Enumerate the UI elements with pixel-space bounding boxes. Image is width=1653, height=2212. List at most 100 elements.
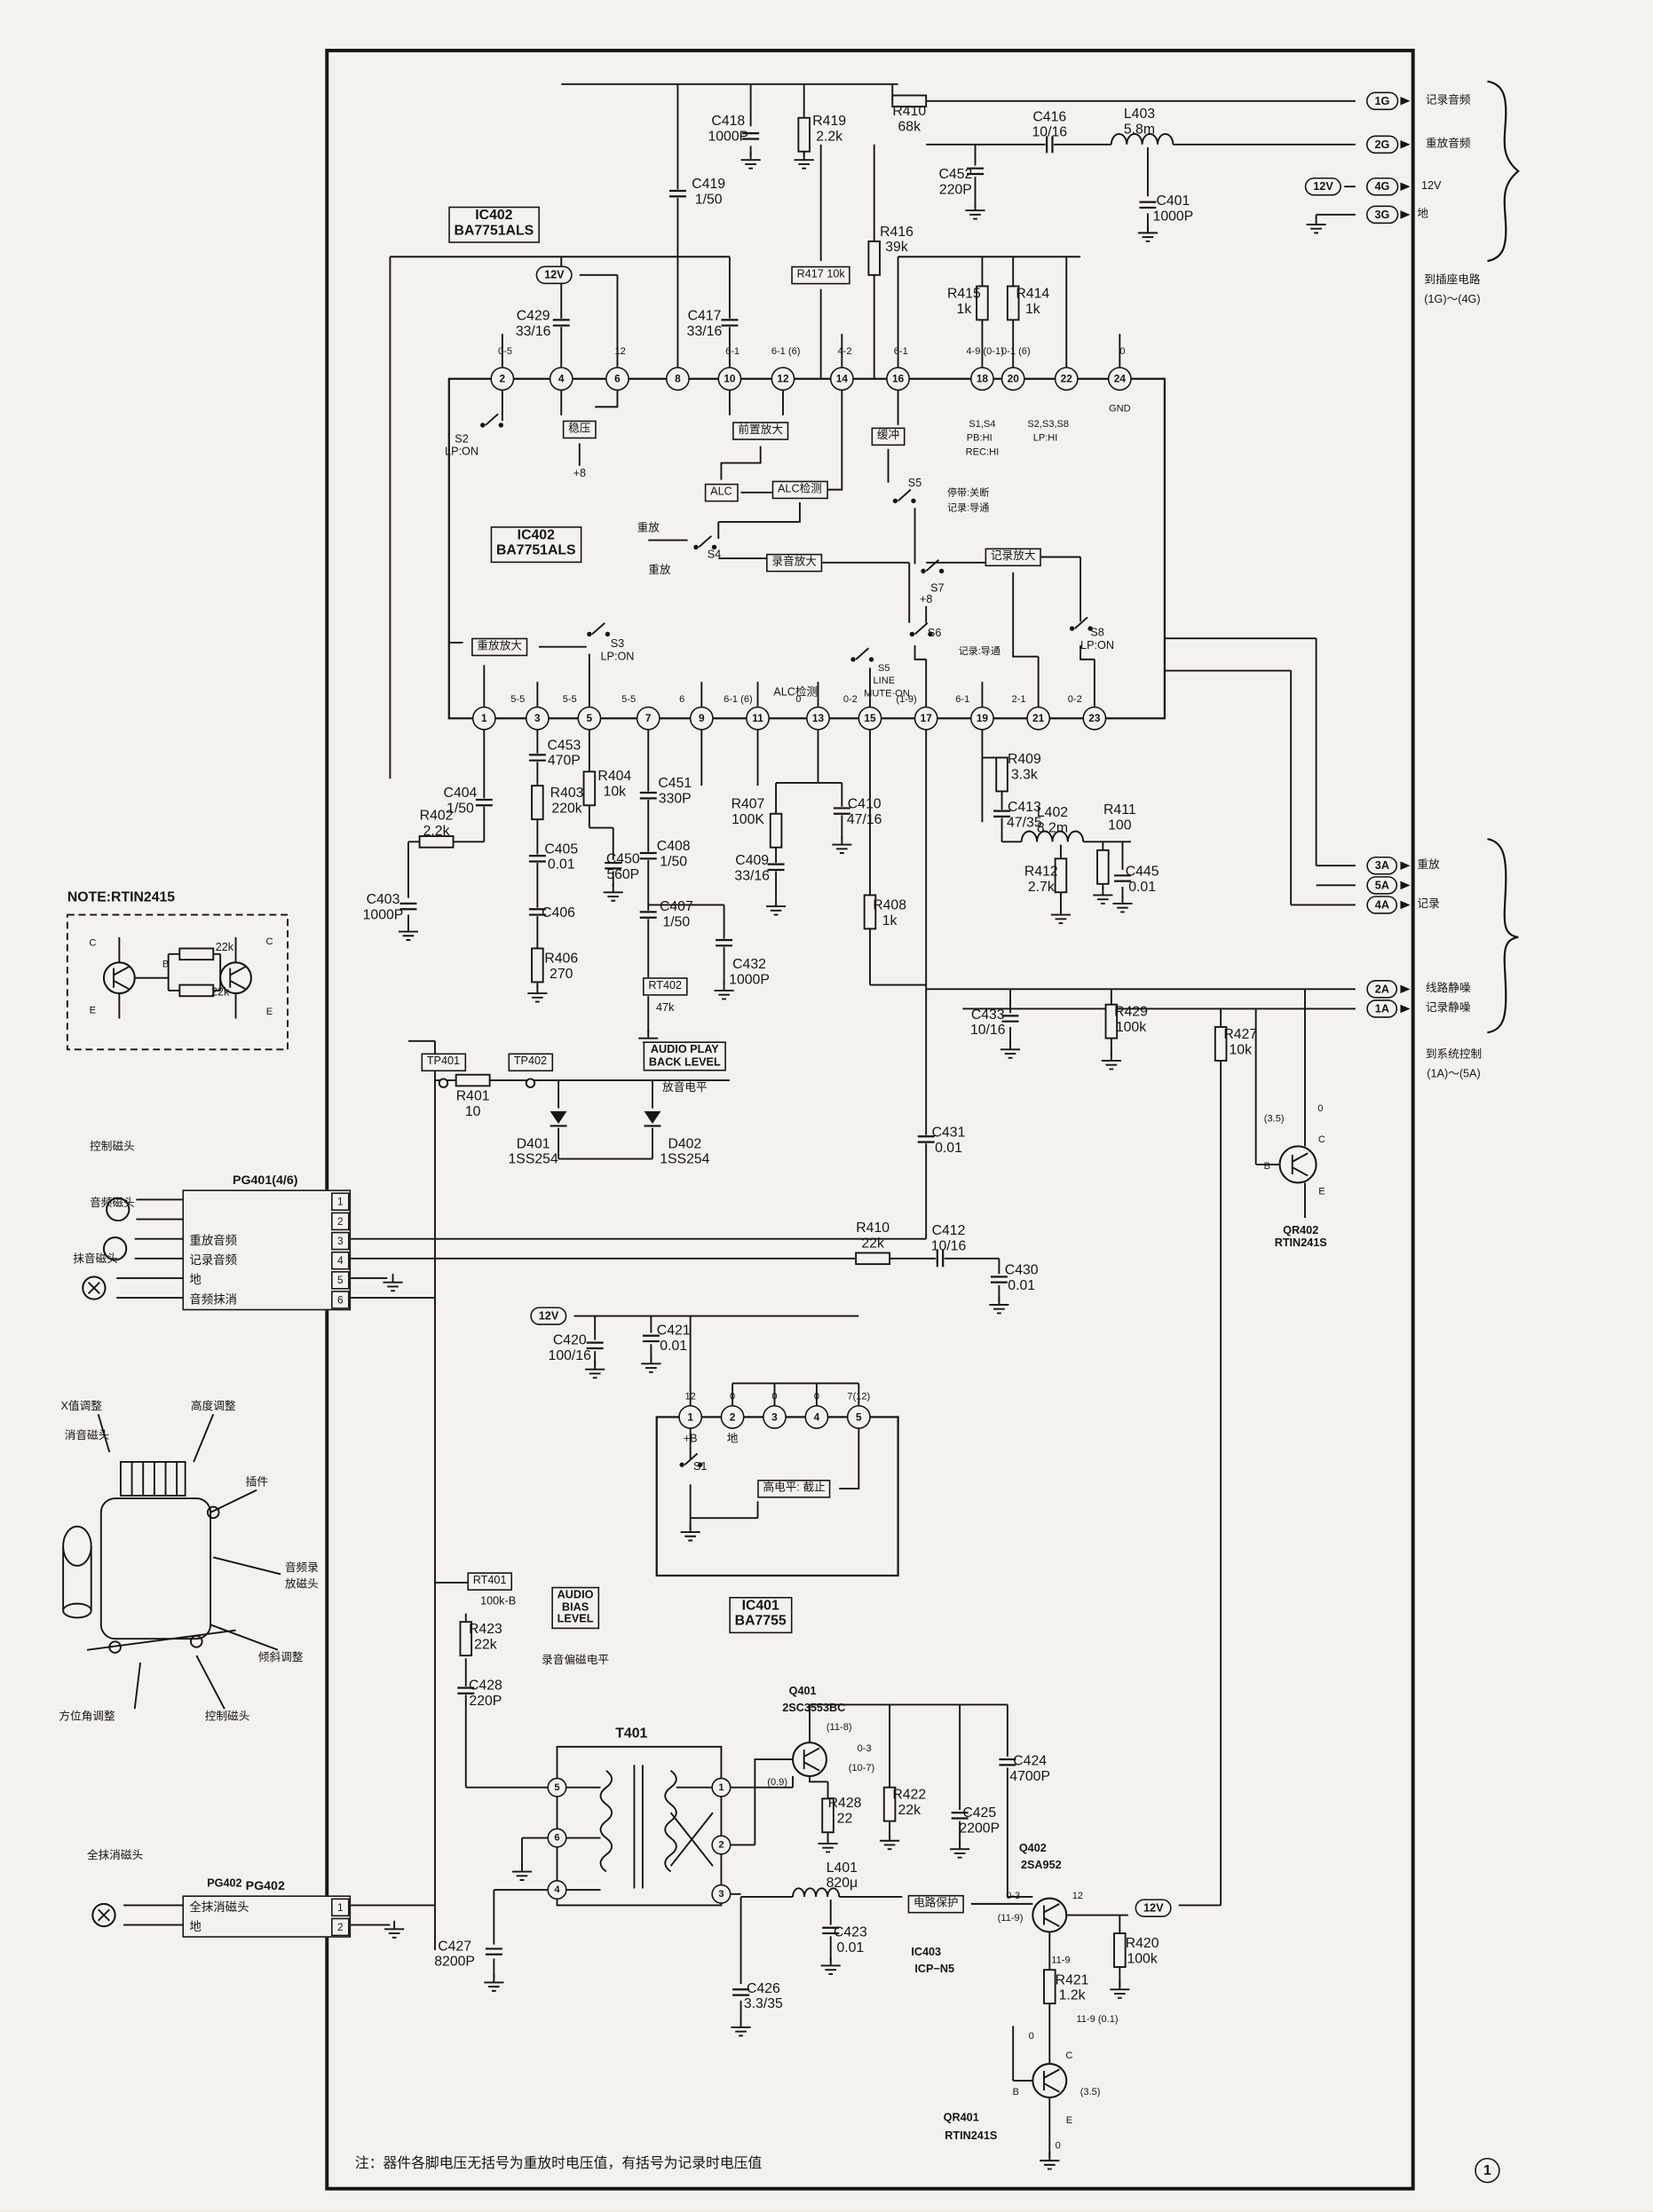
label: 抹音磁头 (73, 1252, 118, 1266)
ic402-pin-top-20-voltage: 0-1 (6) (1001, 347, 1031, 358)
diode-symbol (550, 1110, 567, 1125)
label-0: 0 (1055, 2141, 1061, 2152)
t401-pin-3: 3 (711, 1884, 732, 1904)
label-s4: S4 (707, 548, 722, 561)
label-c404: C404 1/50 (443, 786, 478, 817)
label-c453: C453 470P (547, 738, 581, 770)
label-e: E (89, 1006, 97, 1016)
label: 地 (1417, 207, 1429, 220)
voltage-note: 注：器件各脚电压无括号为重放时电压值，有括号为记录时电压值 (354, 2156, 763, 2172)
label: 录音偏磁电平 (542, 1654, 609, 1667)
label: 到插座电路 (1424, 273, 1481, 286)
label-35: (3.5) (1263, 1114, 1285, 1125)
label-c424: C424 4700P (1009, 1754, 1051, 1785)
ground-symbol (880, 1832, 900, 1851)
capacitor-symbol (488, 1947, 500, 1956)
label: 控制磁头 (204, 1710, 250, 1723)
t401-pin-6: 6 (547, 1828, 567, 1848)
label: 稳压 (562, 420, 597, 438)
label-c406: C406 (542, 905, 575, 921)
label-ic402: IC402 BA7751ALS (448, 206, 540, 243)
ground-symbol (1112, 895, 1133, 913)
label-audio: AUDIO BIAS LEVEL (551, 1586, 599, 1629)
page-number-badge: 1 (1475, 2157, 1500, 2184)
ground-symbol (950, 1840, 970, 1859)
ic401-pin-5: 5 (846, 1404, 871, 1429)
label-s5: S5 (907, 476, 922, 490)
capacitor-symbol (532, 854, 543, 864)
label-r401: R401 10 (455, 1088, 490, 1120)
capacitor-symbol (825, 1926, 837, 1935)
ground-symbol (511, 1863, 533, 1881)
capacitor-symbol (745, 131, 756, 141)
label-c: C (265, 937, 273, 948)
ground-symbol (527, 984, 548, 1003)
resistor-symbol (1043, 1969, 1056, 2005)
label: 记录静噪 (1425, 1001, 1471, 1015)
label-rtin241s: RTIN241S (945, 2129, 998, 2143)
supply-12v-pill: 12V (530, 1307, 567, 1325)
arrow-symbol (1400, 140, 1411, 149)
label-pbhi: PB:HI (966, 433, 993, 444)
label-b: B (1012, 2088, 1020, 2098)
label-r406: R406 270 (544, 951, 579, 983)
resistor-symbol (582, 770, 597, 807)
label-c425: C425 2200P (959, 1805, 1000, 1837)
label-1g4g: (1G)～(4G) (1424, 292, 1481, 306)
label: 全抹消磁头 (86, 1848, 144, 1861)
arrow-symbol (1400, 1004, 1411, 1014)
label: 高电平: 截止 (757, 1480, 832, 1497)
ground-symbol (680, 1523, 700, 1542)
ic402-pin-top-10-voltage: 6-1 (725, 347, 740, 358)
t401-transformer (556, 1745, 723, 1907)
ic402-pin-top-8: 8 (665, 367, 690, 391)
ic401-pin-4: 4 (804, 1404, 829, 1429)
label-c433: C433 10/16 (969, 1007, 1006, 1039)
resistor-symbol (455, 1073, 491, 1087)
ground-symbol (603, 883, 623, 902)
ic401-pin-1: 1 (678, 1404, 703, 1429)
label: 地 (726, 1432, 739, 1445)
label: 记录:导通 (958, 647, 1000, 658)
capacitor-symbol (532, 753, 543, 762)
pg401-connector-row-number: 1 (331, 1192, 350, 1212)
label-q401: Q401 (788, 1684, 817, 1698)
t401-pin-1: 1 (711, 1777, 732, 1797)
pg401-connector-row: 1 (184, 1191, 350, 1212)
label-alc: ALC (704, 483, 739, 502)
label-b: B (1263, 1162, 1270, 1173)
capacitor-symbol (996, 810, 1008, 818)
ic402-pin-top-10: 10 (717, 367, 742, 391)
label: 记录:导通 (946, 503, 990, 514)
ic402-pin-bottom-13-voltage: 0 (795, 695, 802, 706)
transistor-symbol (1278, 1145, 1317, 1184)
label: 前置放大 (732, 422, 789, 440)
wires (116, 83, 1356, 2158)
ground-symbol (965, 201, 985, 220)
ic402-pin-bottom-23-voltage: 0-2 (1067, 695, 1082, 706)
capacitor-symbol (936, 1252, 945, 1265)
ic401-pin-4-voltage: 0 (813, 1392, 819, 1402)
component-symbols (82, 94, 1411, 2170)
brace-mid-right (1487, 838, 1519, 1034)
resistor-symbol (1096, 849, 1110, 885)
label-c445: C445 0.01 (1125, 864, 1159, 896)
ground-symbol (766, 897, 787, 916)
switch-symbol (892, 498, 898, 503)
arrow-symbol (1400, 984, 1411, 994)
label-r404: R404 10k (597, 769, 632, 800)
ic402-pin-top-6-voltage: 12 (614, 347, 626, 358)
arrow-symbol (1400, 210, 1411, 219)
pg402-connector-row-number: 1 (331, 1898, 350, 1917)
ic402-pin-top-2-voltage: 0-5 (498, 347, 513, 358)
capacitor-symbol (953, 1811, 966, 1821)
capacitor-symbol (645, 1334, 657, 1343)
ground-symbol (1137, 224, 1158, 242)
ic402-pin-top-16: 16 (886, 367, 911, 391)
ic402-pin-bottom-21: 21 (1026, 706, 1051, 731)
label-s8: S8 LP:ON (1080, 626, 1115, 652)
testpoint-symbol (438, 1078, 449, 1088)
t401-pin-2: 2 (711, 1835, 732, 1855)
